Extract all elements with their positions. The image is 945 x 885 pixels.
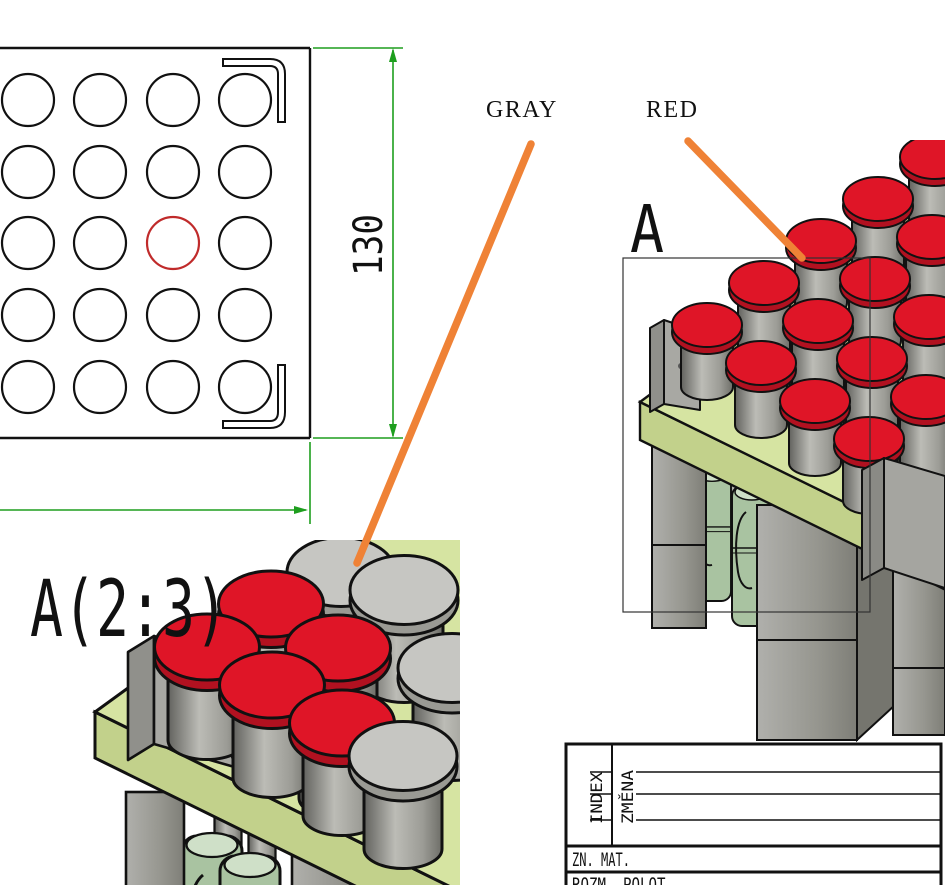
hole-circle <box>217 72 273 128</box>
title-block-grid <box>566 744 941 874</box>
hole-circle <box>72 144 128 200</box>
detail-marker: A <box>630 191 664 268</box>
hole-circle <box>145 287 201 343</box>
hole-circle <box>217 144 273 200</box>
hole-circle <box>217 359 273 415</box>
detail-view-title: A(2:3) <box>30 565 228 655</box>
hole-circle <box>217 287 273 343</box>
material-row-label: ZN. MAT. <box>572 849 630 871</box>
blank-size-row-label: ROZM. POLOT. <box>572 874 674 885</box>
hole-circle <box>0 144 56 200</box>
highlighted-hole-circle <box>145 215 201 271</box>
plate-corner-bracket-right <box>861 457 945 589</box>
hole-circle <box>0 215 56 271</box>
hole-circle <box>0 359 56 415</box>
hole-circle <box>217 215 273 271</box>
title-block-border <box>564 742 943 885</box>
plate-outline <box>0 46 312 440</box>
width-dimension <box>0 442 311 524</box>
hole-circle <box>72 359 128 415</box>
corner-bracket-top <box>222 58 286 123</box>
top-view-drawing: 130 <box>0 46 403 524</box>
detail-view-a: A(2:3) <box>30 540 460 885</box>
hole-circle <box>0 72 56 128</box>
title-block: INDEX ZMĚNA ZN. MAT. ROZM. POLOT. <box>564 742 943 885</box>
height-dimension-text: 130 <box>346 214 392 276</box>
isometric-assembly-view: A <box>622 140 945 743</box>
gray-callout-label: GRAY <box>486 97 558 123</box>
hole-circle <box>72 287 128 343</box>
hole-circle <box>72 215 128 271</box>
index-column-label: INDEX <box>587 772 606 824</box>
hole-circle <box>0 287 56 343</box>
zmena-column-label: ZMĚNA <box>618 770 637 824</box>
corner-bracket-bottom <box>222 364 286 429</box>
hole-circle <box>72 72 128 128</box>
red-callout-label: RED <box>646 97 699 123</box>
hole-circle <box>145 72 201 128</box>
hole-grid <box>0 72 273 415</box>
hole-circle <box>145 359 201 415</box>
hole-circle <box>145 144 201 200</box>
